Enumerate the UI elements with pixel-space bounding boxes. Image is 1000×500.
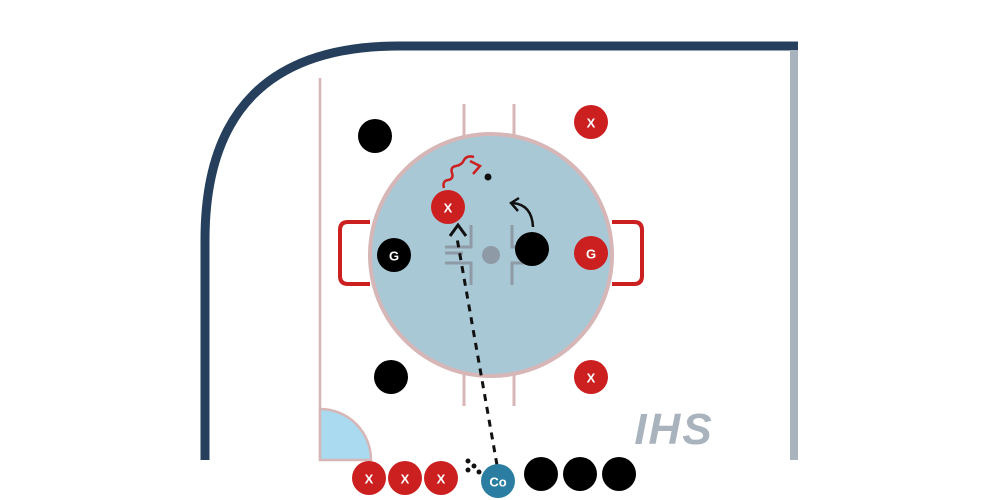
svg-text:G: G	[389, 249, 399, 264]
black-player-bottom-left	[374, 360, 408, 394]
black-player-curve-arrow	[512, 201, 535, 228]
bench-black-1	[524, 457, 558, 491]
goal-crease	[318, 407, 373, 462]
svg-text:Co: Co	[489, 475, 506, 490]
svg-text:X: X	[444, 201, 453, 216]
black-player-top-left	[358, 119, 392, 153]
goalie-black: G	[377, 238, 411, 272]
svg-text:G: G	[586, 247, 596, 262]
left-net	[338, 220, 370, 286]
bench-black-3	[602, 457, 636, 491]
curve-arrowhead	[509, 196, 520, 212]
bench-red-2: X	[388, 461, 422, 495]
red-player-puck-carrier: X	[431, 190, 465, 224]
faceoff-dot	[482, 246, 500, 264]
skate-arrowhead	[469, 159, 483, 175]
coach: Co	[481, 464, 515, 498]
ihs-logo: IHS	[634, 405, 713, 454]
svg-text:X: X	[401, 472, 410, 487]
rink-boards	[200, 41, 798, 460]
svg-text:X: X	[365, 472, 374, 487]
skate-with-puck-path	[442, 155, 475, 189]
bench-black-2	[563, 457, 597, 491]
pass-arrowhead	[448, 222, 468, 237]
puck	[484, 173, 492, 181]
faceoff-outer-hashmarks	[462, 104, 516, 406]
red-player-bottom-right: X	[574, 360, 608, 394]
black-player-center	[515, 232, 549, 266]
right-net	[612, 220, 644, 286]
svg-text:X: X	[587, 371, 596, 386]
bench-red-3: X	[424, 461, 458, 495]
puck-pile	[465, 458, 482, 475]
red-player-top-right: X	[574, 105, 608, 139]
goalie-red: G	[574, 236, 608, 270]
svg-text:X: X	[437, 472, 446, 487]
bench-red-1: X	[352, 461, 386, 495]
svg-text:X: X	[587, 116, 596, 131]
